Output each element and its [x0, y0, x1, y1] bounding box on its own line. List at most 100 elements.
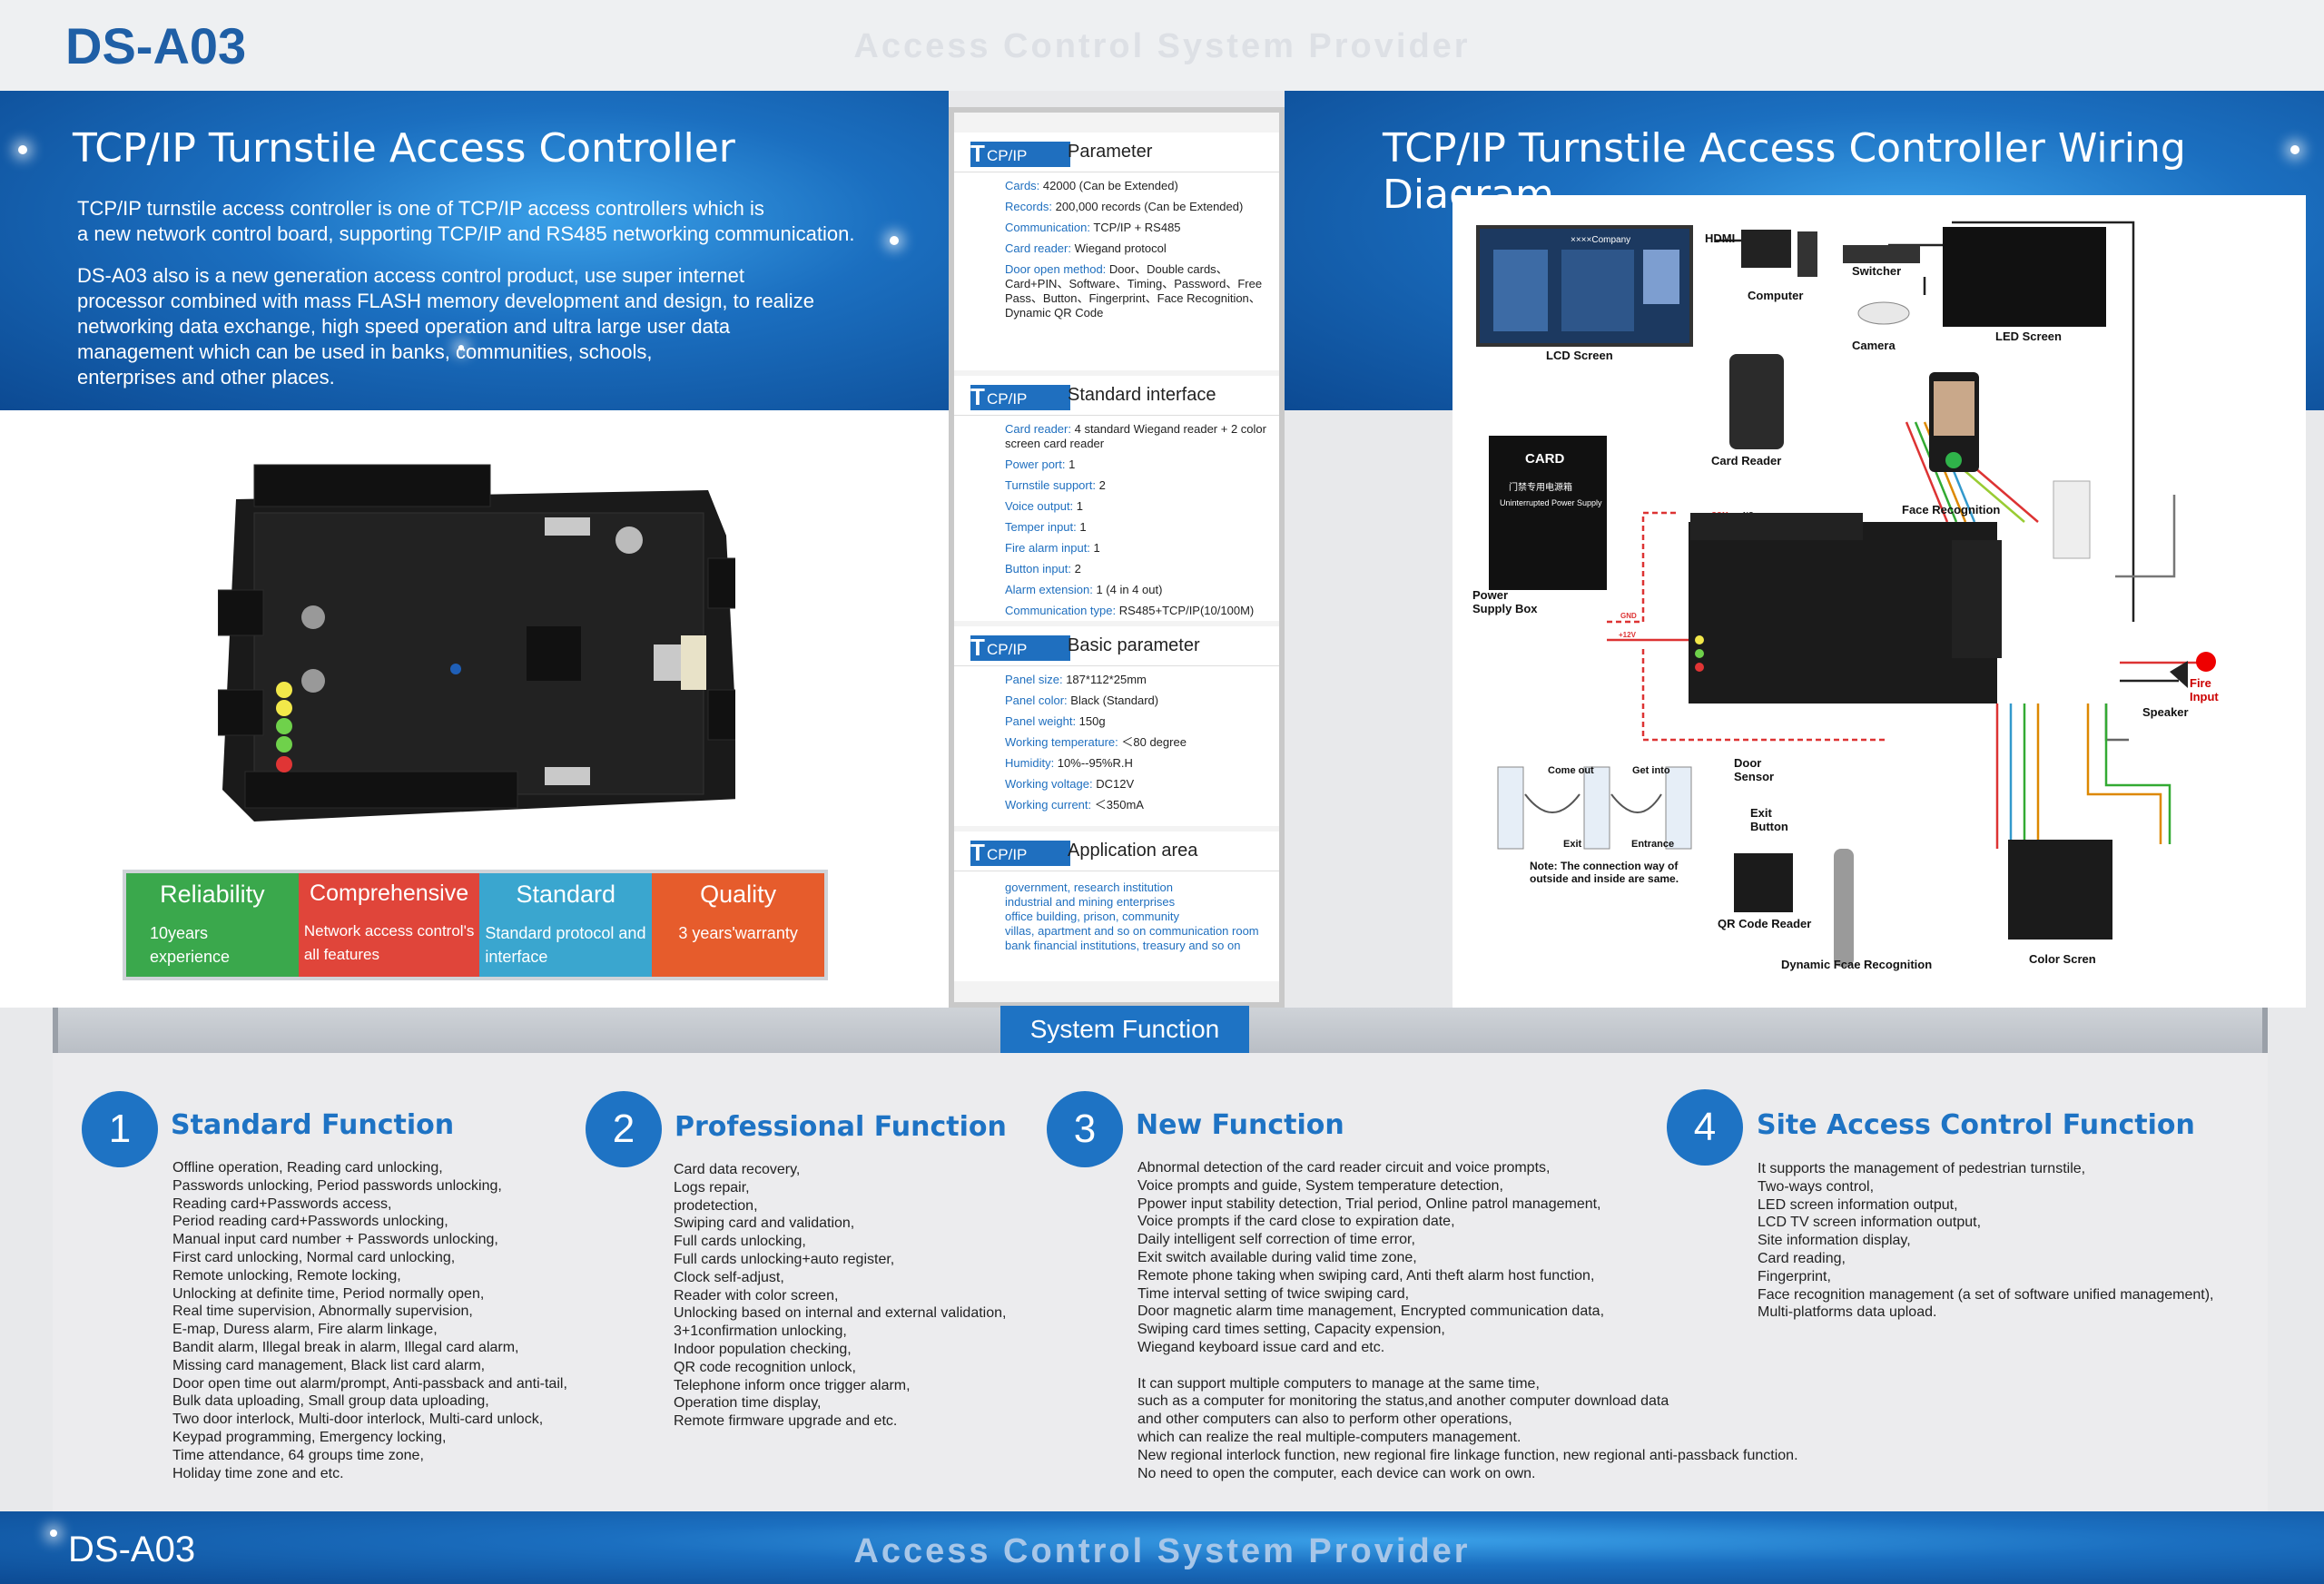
- feature-strip: Reliability 10years experience Comprehen…: [123, 870, 828, 980]
- param-value: ＜350mA: [1091, 798, 1144, 812]
- param-key: Power port:: [1005, 457, 1066, 471]
- param-value: 1: [1089, 541, 1100, 555]
- param-key: Humidity:: [1005, 756, 1055, 770]
- svg-text:门禁专用电源箱: 门禁专用电源箱: [1509, 481, 1572, 493]
- svg-text:Color Scren: Color Scren: [2029, 952, 2096, 966]
- top-header-bar: [0, 0, 2324, 91]
- switcher-icon: [1843, 245, 1920, 263]
- param-key: Panel weight:: [1005, 714, 1077, 728]
- param-row: Records: 200,000 records (Can be Extende…: [954, 200, 1279, 214]
- controller-board-image: [218, 463, 735, 826]
- param-key: Fire alarm input:: [1005, 541, 1090, 555]
- param-row: Panel size: 187*112*25mm: [954, 673, 1279, 687]
- param-value: Black (Standard): [1067, 694, 1159, 707]
- param-value: ＜80 degree: [1118, 735, 1187, 749]
- svg-text:Computer: Computer: [1748, 289, 1803, 302]
- section-title: Basic parameter: [1068, 635, 1200, 655]
- feature-reliability: Reliability 10years experience: [126, 873, 299, 977]
- system-function-area: [53, 1053, 2268, 1511]
- param-row: Fire alarm input: 1: [954, 541, 1279, 556]
- param-value: 187*112*25mm: [1062, 673, 1147, 686]
- model-title: DS-A03: [65, 17, 247, 74]
- svg-text:Get into: Get into: [1632, 765, 1670, 776]
- param-row: Door open method: Door、Double cards、Card…: [954, 262, 1279, 320]
- param-row: Humidity: 10%--95%R.H: [954, 756, 1279, 771]
- param-key: Communication:: [1005, 221, 1090, 234]
- param-key: Working current:: [1005, 798, 1092, 812]
- param-row: Alarm extension: 1 (4 in 4 out): [954, 583, 1279, 597]
- wiring-diagram-title: TCP/IP Turnstile Access Controller Wirin…: [1383, 125, 2186, 218]
- svg-text:Card Reader: Card Reader: [1711, 454, 1781, 467]
- param-key: Card reader:: [1005, 422, 1071, 436]
- param-row: Power port: 1: [954, 457, 1279, 472]
- svg-text:Dynamic Fcae Recognition: Dynamic Fcae Recognition: [1781, 958, 1932, 971]
- function-list: Offline operation, Reading card unlockin…: [172, 1160, 567, 1481]
- param-value: 1: [1073, 499, 1084, 513]
- param-key: Working voltage:: [1005, 777, 1093, 791]
- param-value: 42000 (Can be Extended): [1039, 179, 1178, 192]
- param-row: Working current: ＜350mA: [954, 798, 1279, 812]
- param-value: 1: [1076, 520, 1087, 534]
- param-row: Communication: TCP/IP + RS485: [954, 221, 1279, 235]
- param-value: RS485+TCP/IP(10/100M): [1116, 604, 1255, 617]
- fire-input-icon: [2196, 652, 2216, 672]
- svg-text:LCD Screen: LCD Screen: [1546, 349, 1613, 362]
- function-number: 4: [1667, 1089, 1743, 1166]
- param-value: 2: [1095, 478, 1106, 492]
- svg-text:Exit: Exit: [1563, 839, 1582, 850]
- function-list: It supports the management of pedestrian…: [1758, 1161, 2214, 1321]
- footer-model: DS-A03: [68, 1530, 196, 1569]
- param-row: Communication type: RS485+TCP/IP(10/100M…: [954, 604, 1279, 618]
- param-key: Voice output:: [1005, 499, 1074, 513]
- param-key: Turnstile support:: [1005, 478, 1096, 492]
- feature-desc: 3 years'warranty: [678, 924, 798, 942]
- wiring-diagram: ××××Company LCD Screen HDMI Computer Swi…: [1472, 221, 2219, 971]
- param-key: Panel color:: [1005, 694, 1068, 707]
- application-item: bank financial institutions, treasury an…: [1005, 939, 1241, 952]
- param-value: Wiegand protocol: [1070, 241, 1167, 255]
- feature-title: Quality: [700, 881, 777, 908]
- param-row: Cards: 42000 (Can be Extended): [954, 179, 1279, 193]
- svg-text:Face Recognition: Face Recognition: [1902, 503, 2000, 517]
- function-title: Site Access Control Function: [1757, 1109, 2195, 1141]
- card-reader-icon: [1729, 354, 1784, 449]
- turnstile-icon: [1497, 766, 1692, 850]
- svg-text:HDMI: HDMI: [1705, 231, 1735, 245]
- svg-text:Switcher: Switcher: [1852, 264, 1901, 278]
- svg-text:LED Screen: LED Screen: [1995, 330, 2062, 343]
- system-function-title: System Function: [1000, 1006, 1249, 1053]
- param-key: Cards:: [1005, 179, 1040, 192]
- feature-title: Reliability: [160, 881, 265, 908]
- controller-title: TCP/IP Turnstile Access Controller: [73, 125, 735, 172]
- param-key: Working temperature:: [1005, 735, 1118, 749]
- computer-icon: [1741, 230, 1791, 268]
- param-key: Panel size:: [1005, 673, 1063, 686]
- feature-comprehensive: Comprehensive Network access control's a…: [298, 873, 480, 977]
- svg-text:Uninterrupted Power Supply: Uninterrupted Power Supply: [1500, 498, 1602, 507]
- function-list: Card data recovery, Logs repair, prodete…: [674, 1162, 1007, 1430]
- param-row: Working temperature: ＜80 degree: [954, 735, 1279, 750]
- function-number: 2: [586, 1091, 662, 1167]
- param-row: Button input: 2: [954, 562, 1279, 576]
- application-item: government, research institution: [1005, 881, 1173, 894]
- power-supply-box-icon: [1489, 436, 1607, 590]
- param-value: 200,000 records (Can be Extended): [1052, 200, 1244, 213]
- network-cable: [1952, 221, 2135, 622]
- footer-bar: [0, 1511, 2324, 1584]
- section-title: Application area: [1068, 841, 1198, 861]
- param-value: 10%--95%R.H: [1054, 756, 1133, 770]
- rs485-adapter-icon: [2053, 480, 2091, 559]
